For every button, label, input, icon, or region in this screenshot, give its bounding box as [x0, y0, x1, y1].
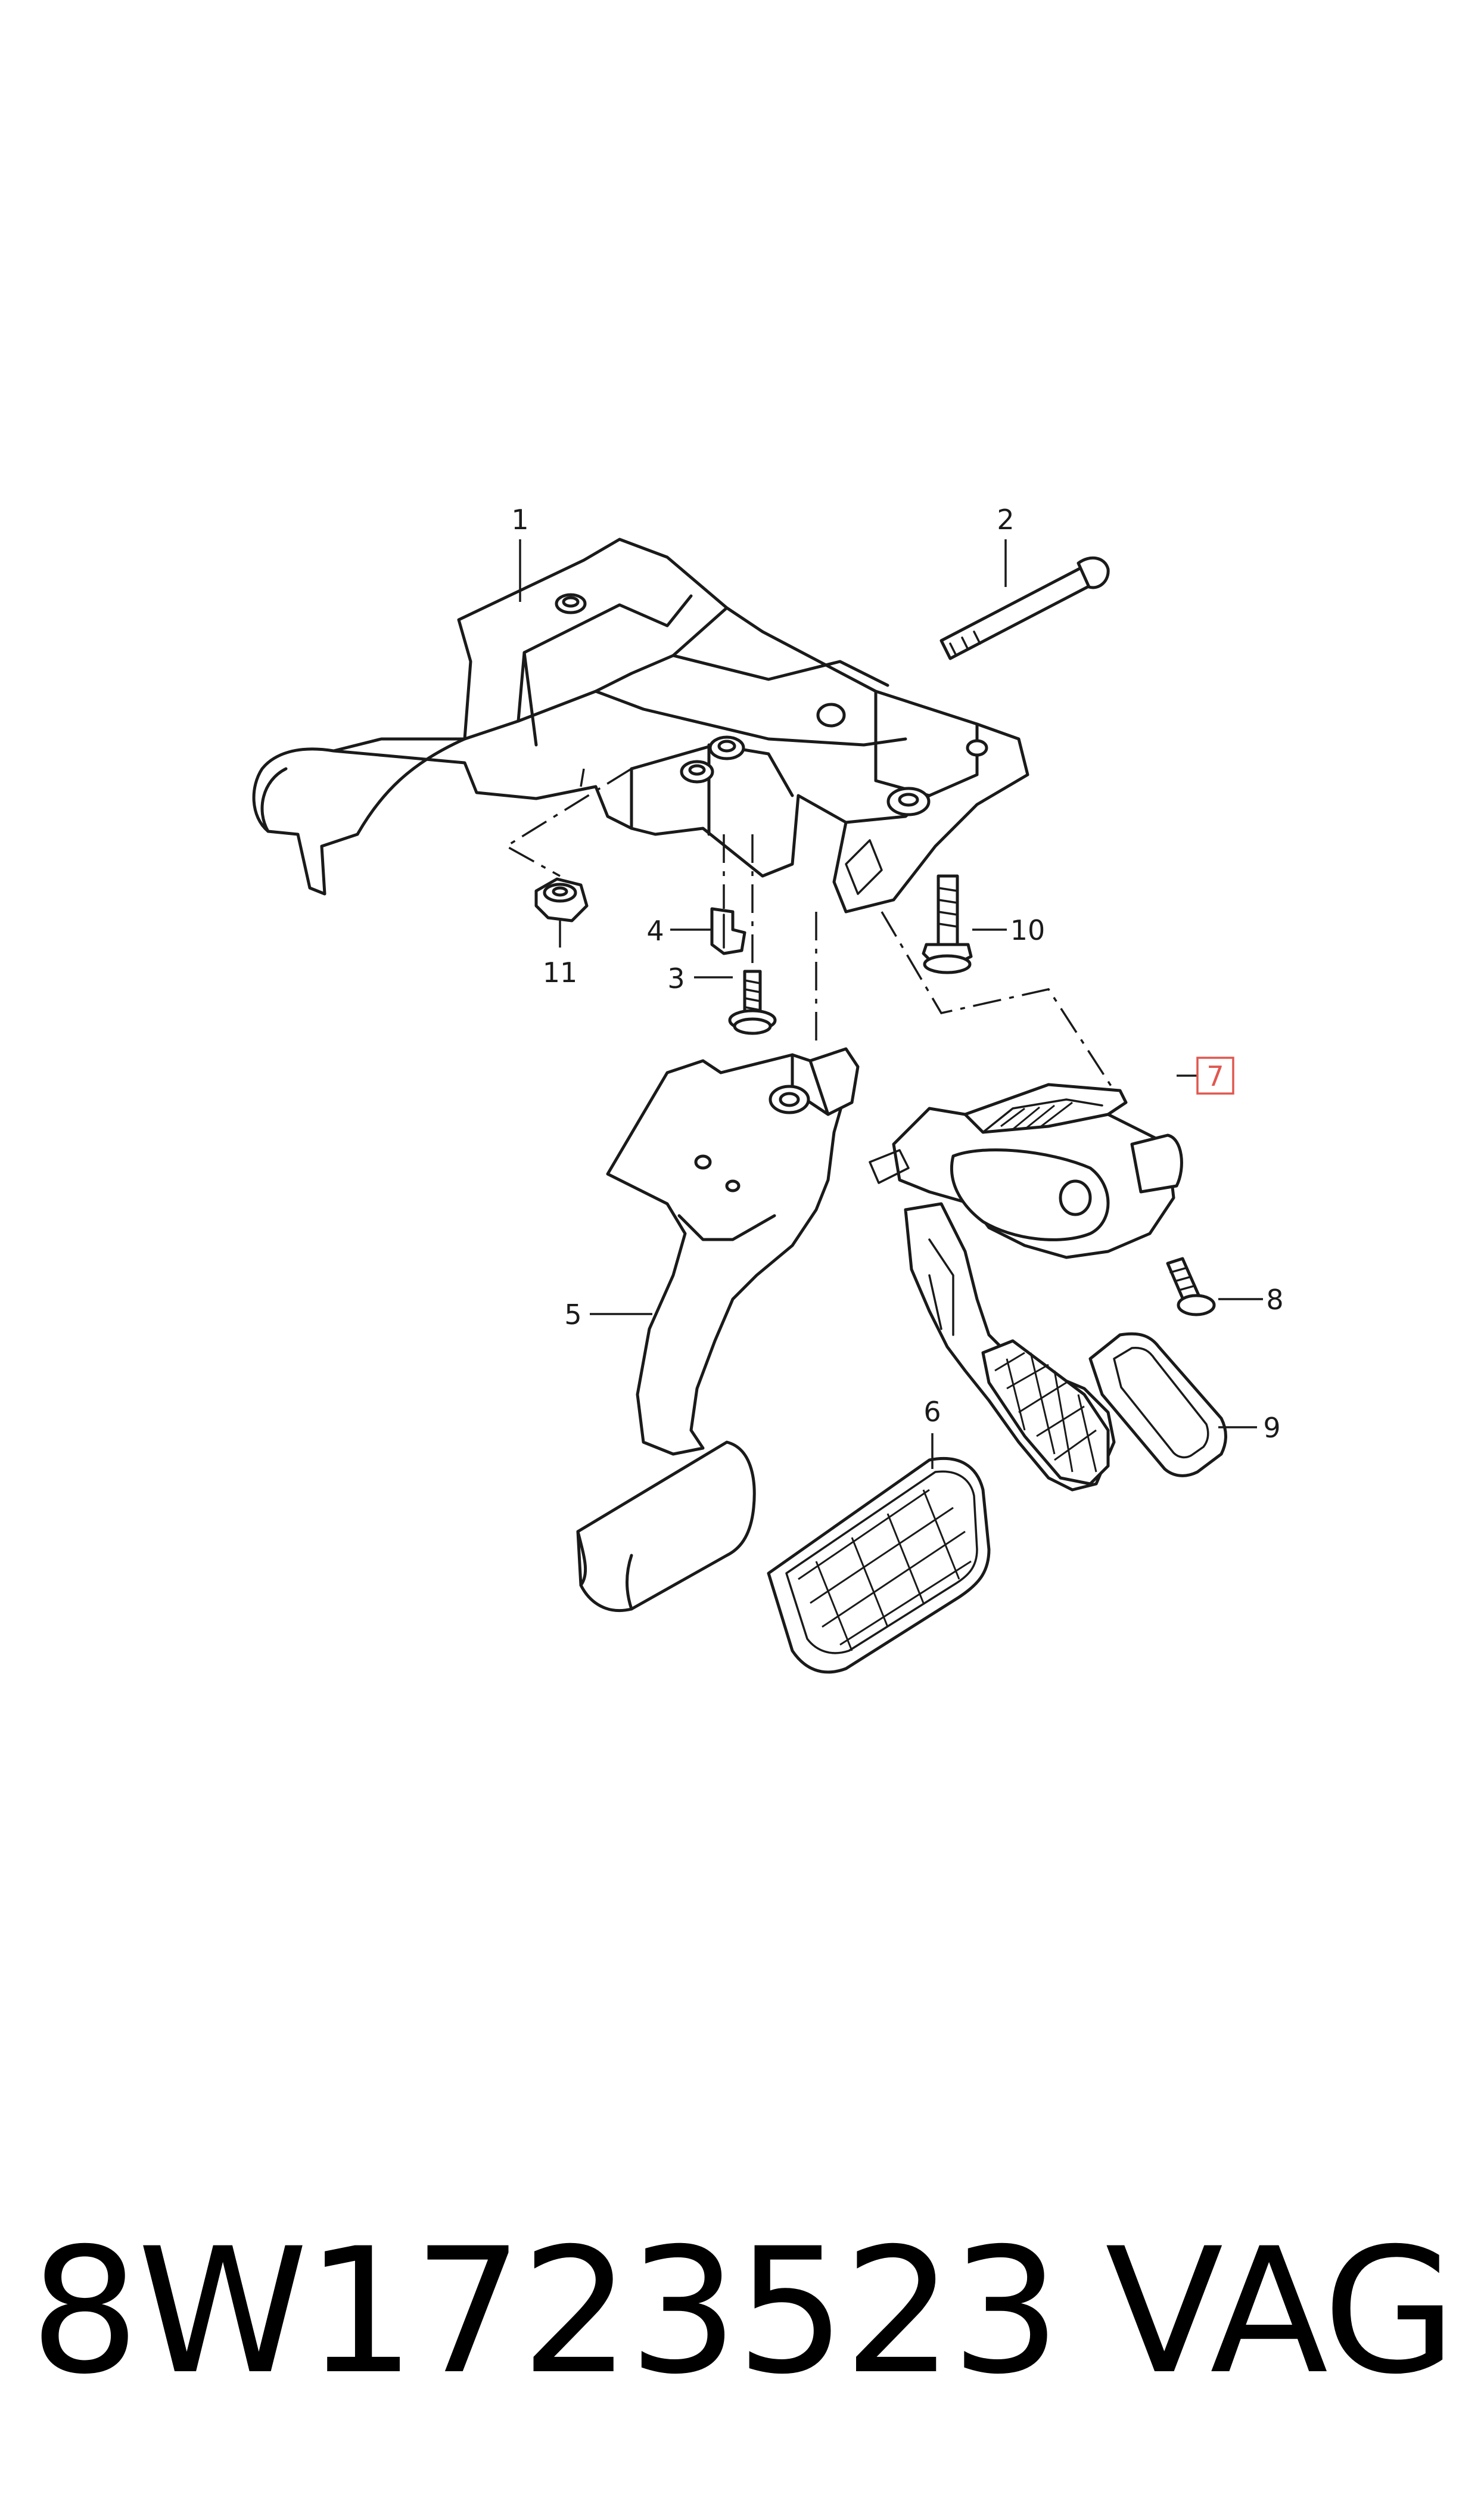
pedal-bracket [252, 538, 1029, 914]
callout-10: 10 [1010, 914, 1046, 946]
brake-pedal [576, 1047, 860, 1613]
nut [534, 877, 589, 923]
callout-3: 3 [667, 962, 685, 995]
assembly-lines [504, 768, 1115, 1091]
callout-8: 8 [1266, 1284, 1283, 1316]
screw-8 [1166, 1257, 1216, 1316]
callout-6: 6 [923, 1396, 941, 1428]
callout-11: 11 [543, 956, 578, 989]
footer: 8W1723523 VAG [30, 2211, 1457, 2412]
bolt-10 [922, 874, 973, 974]
callout-1: 1 [511, 504, 528, 536]
callout-5: 5 [564, 1299, 581, 1331]
callout-2: 2 [997, 504, 1014, 536]
callout-7-highlight-box [1196, 1057, 1234, 1095]
leader-lines [519, 539, 1263, 1469]
callout-9: 9 [1263, 1412, 1280, 1444]
brake-pad-cover [767, 1456, 991, 1674]
clip [710, 907, 746, 955]
part-number: 8W1723523 [30, 2211, 1061, 2412]
callout-4: 4 [646, 915, 664, 947]
pivot-bolt [939, 556, 1110, 660]
callout-labels: 1 2 3 4 5 6 7 8 9 10 11 [511, 504, 1283, 1444]
accelerator-pedal-module [869, 1083, 1183, 1492]
brand-name: VAG [1105, 2211, 1457, 2412]
accelerator-pad-cover [1088, 1332, 1227, 1477]
callout-7: 7 [1206, 1060, 1224, 1092]
screw-3 [728, 970, 777, 1035]
